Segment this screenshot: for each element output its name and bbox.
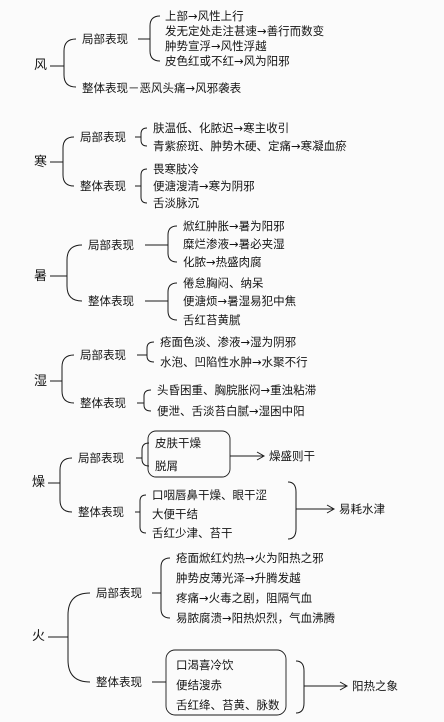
- dryness-overall-result: 易耗水津: [339, 502, 385, 516]
- damp-local-item: 水泡、凹陷性水肿→水聚不行: [160, 355, 308, 369]
- summerheat-title: 暑: [34, 269, 48, 284]
- fire-local-item: 肿势皮薄光泽→升腾发越: [176, 571, 301, 585]
- fire-local-label: 局部表现: [96, 586, 142, 600]
- cold-local-item: 肤温低、化脓迟→寒主收引: [153, 121, 290, 135]
- cold-overall-label: 整体表现: [80, 179, 126, 193]
- fire-overall-item: 便结溲赤: [176, 678, 222, 692]
- summerheat-overall-label: 整体表现: [88, 294, 134, 308]
- cold-overall-item: 舌淡脉沉: [153, 196, 199, 210]
- wind-local-label: 局部表现: [82, 32, 128, 46]
- fire-local-item: 疮面焮红灼热→火为阳热之邪: [176, 551, 324, 565]
- summerheat-overall-item: 便溏烦→暑湿易犯中焦: [183, 294, 297, 308]
- summerheat-local-item: 糜烂渗液→暑必夹湿: [183, 237, 285, 251]
- cold-overall-item: 畏寒肢冷: [153, 162, 199, 176]
- dryness-overall-item: 口咽唇鼻干燥、眼干涩: [152, 488, 267, 502]
- cold-overall-item: 便溏溲清→寒为阴邪: [153, 179, 255, 193]
- summerheat-overall-item: 舌红苔黄腻: [183, 313, 241, 327]
- summerheat-local-item: 化脓→热盛肉腐: [183, 255, 262, 269]
- dryness-overall-item: 舌红少津、苔干: [152, 526, 233, 540]
- fire-overall-label: 整体表现: [96, 675, 142, 689]
- damp-title: 湿: [34, 374, 48, 389]
- wind-local-item: 发无定处走注甚速→善行而数变: [165, 24, 325, 38]
- dryness-local-item: 脱屑: [155, 459, 178, 473]
- fire-local-item: 易脓腐溃→阳热炽烈，气血沸腾: [176, 611, 336, 625]
- cold-local-label: 局部表现: [80, 130, 126, 144]
- summerheat-local-label: 局部表现: [88, 238, 134, 252]
- dryness-local-item: 皮肤干燥: [155, 436, 201, 450]
- wind-title: 风: [34, 58, 48, 73]
- damp-local-label: 局部表现: [80, 348, 126, 362]
- damp-overall-item: 便泄、舌淡苔白腻→湿困中阳: [157, 404, 305, 418]
- summerheat-overall-item: 倦怠胸闷、纳呆: [183, 276, 264, 290]
- fire-local-item: 疼痛→火毒之剧，阻隔气血: [176, 591, 313, 605]
- fire-overall-item: 舌红绛、苔黄、脉数: [176, 698, 280, 712]
- damp-overall-label: 整体表现: [80, 396, 126, 410]
- dryness-overall-label: 整体表现: [78, 505, 124, 519]
- dryness-overall-item: 大便干结: [152, 507, 198, 521]
- damp-local-item: 疮面色淡、渗液→湿为阴邪: [160, 335, 297, 349]
- cold-local-item: 青紫瘀斑、肿势木硬、定痛→寒凝血瘀: [153, 139, 347, 153]
- damp-overall-item: 头昏困重、胸脘胀闷→重浊粘滞: [157, 383, 317, 397]
- wind-local-item: 皮色红或不红→风为阳邪: [165, 54, 290, 68]
- dryness-local-label: 局部表现: [78, 451, 124, 465]
- wind-overall-line: 整体表现－恶风头痛→风邪袭表: [82, 81, 242, 95]
- fire-overall-item: 口渴喜冷饮: [176, 658, 234, 672]
- fire-title: 火: [32, 629, 46, 644]
- dryness-local-result: 燥盛则干: [269, 449, 315, 463]
- cold-title: 寒: [34, 155, 48, 170]
- dryness-title: 燥: [32, 475, 46, 490]
- summerheat-local-item: 焮红肿胀→暑为阳邪: [183, 219, 285, 233]
- fire-overall-result: 阳热之象: [352, 679, 398, 693]
- wind-local-item: 上部→风性上行: [165, 9, 244, 23]
- wind-local-item: 肿势宣浮→风性浮越: [165, 39, 267, 53]
